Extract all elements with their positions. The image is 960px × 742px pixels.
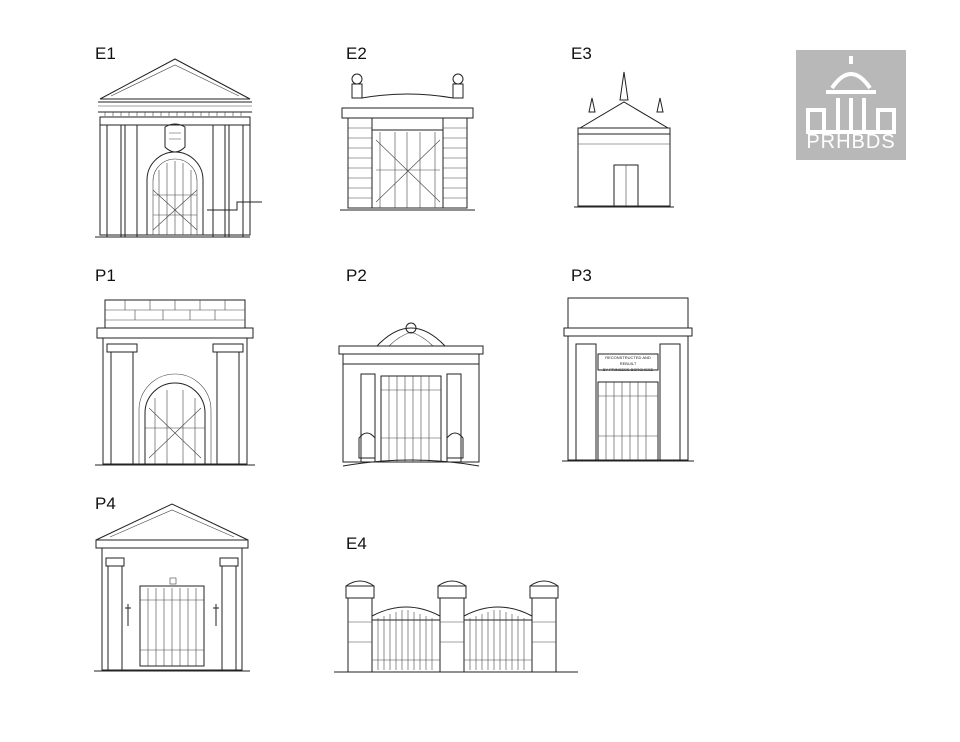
drawing-e1: [95, 55, 265, 245]
building-logo-icon: [806, 56, 896, 134]
label-p4: P4: [95, 494, 116, 513]
p4-elevation: [94, 503, 250, 672]
label-e4: E4: [346, 534, 367, 553]
drawing-e4: [332, 572, 580, 675]
label-e1: E1: [95, 44, 116, 63]
drawing-p3: RECONSTRUCTED AND REBUILT BY PRINCESS BO…: [562, 296, 694, 464]
drawing-e3: [574, 70, 674, 210]
p3-elevation: [562, 297, 694, 462]
drawing-p4: [94, 500, 250, 675]
drawing-p1: [95, 298, 255, 468]
logo-text: PRHBDS: [806, 131, 896, 153]
drawing-p2: [337, 318, 485, 473]
label-p1: P1: [95, 266, 116, 285]
label-e3: E3: [571, 44, 592, 63]
p2-elevation: [338, 322, 484, 467]
e1-elevation: [95, 58, 262, 238]
p1-elevation: [95, 299, 255, 466]
e2-elevation: [340, 73, 475, 211]
label-e2: E2: [346, 44, 367, 63]
drawing-e2: [340, 70, 475, 225]
prhbds-logo: PRHBDS: [796, 50, 906, 160]
p3-inscription: RECONSTRUCTED AND REBUILT BY PRINCESS BO…: [599, 355, 657, 373]
e3-elevation: [574, 71, 674, 208]
p3-inscription-line2: BY PRINCESS BORGHESE: [602, 367, 654, 372]
p3-inscription-line1: RECONSTRUCTED AND REBUILT: [605, 355, 651, 366]
label-p3: P3: [571, 266, 592, 285]
label-p2: P2: [346, 266, 367, 285]
e4-elevation: [334, 580, 578, 673]
